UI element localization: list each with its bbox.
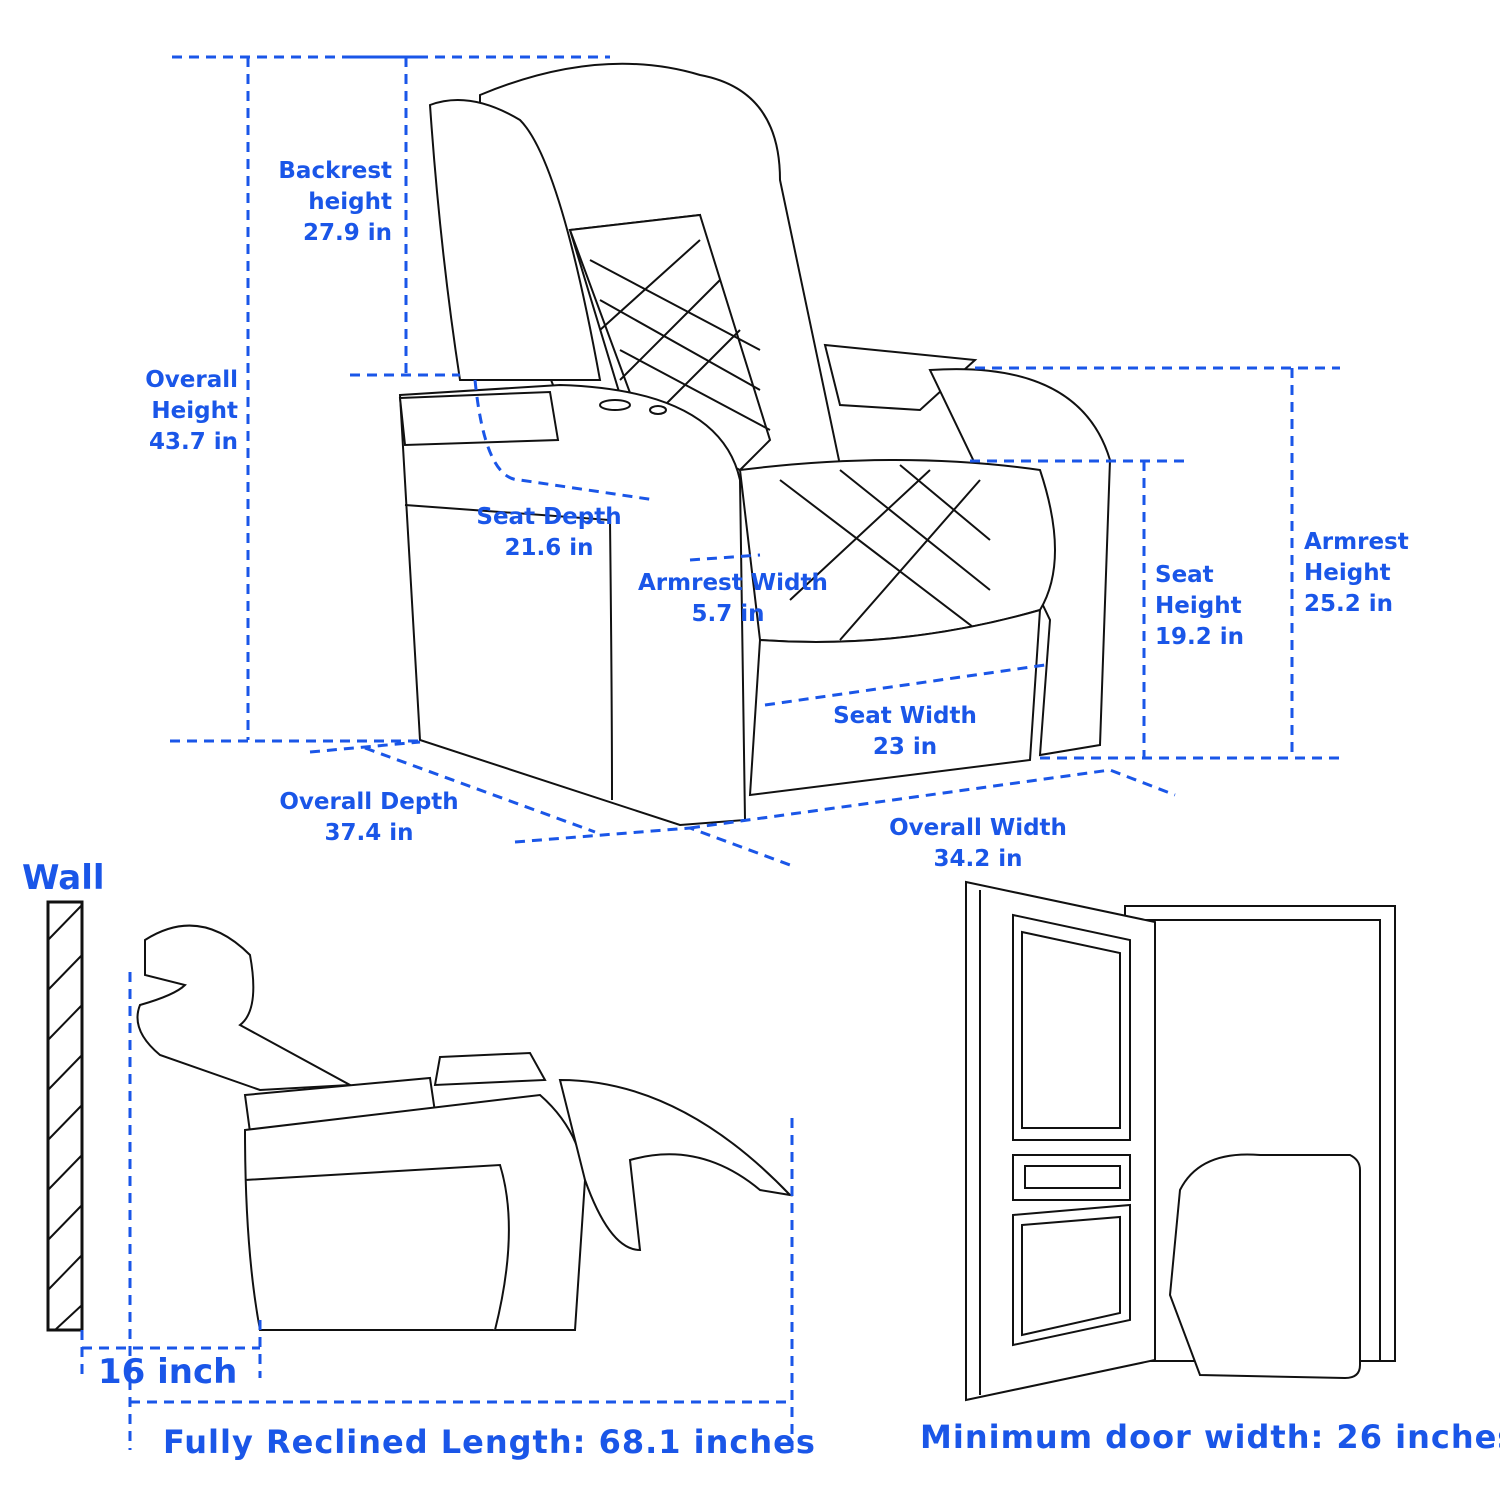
wall-gap-label: 16 inch bbox=[98, 1352, 238, 1392]
seat-width-value: 23 in bbox=[872, 734, 938, 760]
overall-height-line: Overall bbox=[145, 367, 238, 393]
backrest-height-line: Backrest bbox=[278, 158, 392, 184]
seat-width-line: Seat Width bbox=[833, 703, 977, 729]
seat-width-label: Seat Width 23 in bbox=[825, 701, 985, 763]
seat-height-label: Seat Height 19.2 in bbox=[1155, 560, 1244, 653]
armrest-width-label: Armrest Width 5.7 in bbox=[638, 568, 828, 630]
wall-hatch bbox=[46, 900, 84, 1332]
backrest-height-line: height bbox=[308, 189, 392, 215]
overall-width-label: Overall Width 34.2 in bbox=[885, 813, 1071, 875]
recliner-reclined-view bbox=[136, 924, 793, 1331]
seat-height-value: 19.2 in bbox=[1155, 624, 1245, 650]
recline-dimension-lines bbox=[80, 972, 794, 1450]
overall-depth-line: Overall Depth bbox=[279, 789, 459, 815]
door-illustration bbox=[965, 880, 1396, 1402]
door-width-caption: Minimum door width: 26 inches bbox=[920, 1418, 1500, 1456]
seat-depth-line: Seat Depth bbox=[476, 504, 622, 530]
overall-width-value: 34.2 in bbox=[933, 846, 1023, 872]
armrest-height-line: Height bbox=[1304, 560, 1391, 586]
armrest-height-value: 25.2 in bbox=[1304, 591, 1394, 617]
seat-height-line: Height bbox=[1155, 593, 1242, 619]
overall-height-label: Overall Height 43.7 in bbox=[120, 365, 238, 458]
armrest-height-line: Armrest bbox=[1304, 529, 1409, 555]
seat-depth-value: 21.6 in bbox=[504, 535, 594, 561]
armrest-height-label: Armrest Height 25.2 in bbox=[1304, 527, 1409, 620]
recliner-front-view bbox=[398, 62, 1112, 827]
seat-height-line: Seat bbox=[1155, 562, 1214, 588]
front-dimension-lines bbox=[170, 55, 1340, 867]
overall-depth-label: Overall Depth 37.4 in bbox=[275, 787, 463, 849]
wall-label: Wall bbox=[22, 858, 105, 898]
backrest-height-label: Backrest height 27.9 in bbox=[270, 156, 392, 249]
overall-depth-value: 37.4 in bbox=[324, 820, 414, 846]
backrest-height-value: 27.9 in bbox=[302, 220, 392, 246]
overall-height-value: 43.7 in bbox=[148, 429, 238, 455]
armrest-width-value: 5.7 in bbox=[691, 601, 765, 627]
overall-width-line: Overall Width bbox=[889, 815, 1067, 841]
reclined-length-caption: Fully Reclined Length: 68.1 inches bbox=[163, 1423, 816, 1461]
seat-depth-label: Seat Depth 21.6 in bbox=[470, 502, 628, 564]
overall-height-line: Height bbox=[151, 398, 238, 424]
armrest-width-line: Armrest Width bbox=[638, 570, 828, 596]
